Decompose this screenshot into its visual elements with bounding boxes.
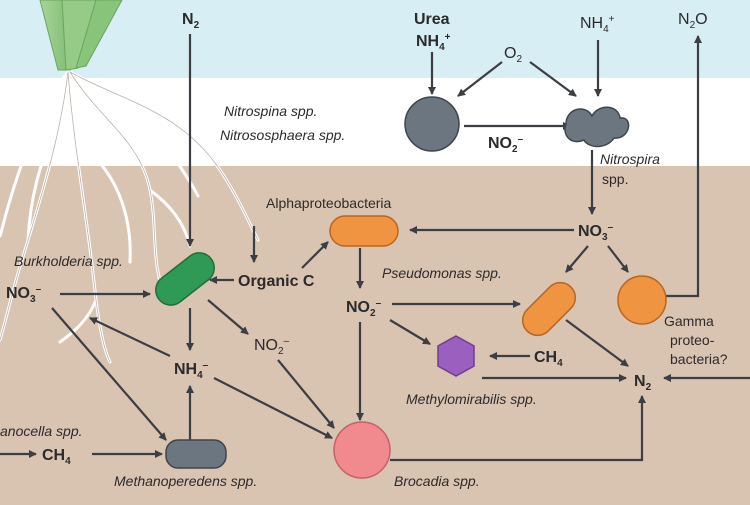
nh4-right-label: NH4+ [580,14,615,35]
n2o-label: N2O [678,11,708,31]
ch4-left-label: CH4 [42,447,71,467]
nitrospira-cell [564,106,630,148]
nh4-center-label: NH4– [174,360,209,381]
alphaproteobacteria-cell [329,215,399,247]
organic-c-label: Organic C [238,273,315,290]
arrow-nh4-to-root [89,317,171,357]
arrow-pseudomonas-to-n2 [565,319,629,367]
n2-bottom-label: N2 [634,373,652,393]
ch4-mid-label: CH4 [534,349,563,369]
no3-right-label: NO3– [578,222,614,243]
gamma-label-line3: bacteria? [670,351,728,367]
methylomirabilis-cell [437,335,475,377]
no3-left-label: NO3– [6,284,42,305]
nitrospina-cell [404,96,460,152]
no2-center-label: NO2– [346,298,382,319]
methanocella-label: anocella spp. [0,423,83,439]
nitrososphaera-label: Nitrososphaera spp. [220,127,345,143]
n2-top-label: N2 [182,11,200,31]
nitrospira-spp-label: spp. [602,171,628,187]
nh4-top-label: NH4+ [416,32,451,53]
brocadia-cell [333,421,391,479]
plant-roots-outline [0,71,259,363]
methylomirabilis-label: Methylomirabilis spp. [406,391,537,407]
arrow-nh4-to-brocadia [213,377,333,439]
gamma-label-line1: Gamma [664,313,714,329]
methanoperedens-label: Methanoperedens spp. [114,473,257,489]
nitrospina-label: Nitrospina spp. [224,103,317,119]
plant-leaves [39,0,123,71]
o2-label: O2 [504,45,522,65]
alphaproteobacteria-label: Alphaproteobacteria [266,195,392,211]
arrow-no3left-to-methanoperedens [51,307,167,441]
nitrospira-label: Nitrospira [600,151,660,167]
sky-band [0,0,750,78]
arrow-burkholderia-to-no2 [207,299,249,335]
pseudomonas-label: Pseudomonas spp. [382,265,502,281]
arrow-no2left-to-brocadia [277,359,335,429]
brocadia-label: Brocadia spp. [394,473,480,489]
burkholderia-label: Burkholderia spp. [14,253,123,269]
burkholderia-cell [155,252,215,306]
pseudomonas-cell [521,281,577,337]
arrow-organic-to-alpha [301,241,329,269]
arrow-no3-to-pseudomonas [565,245,589,273]
no2-top-label: NO2– [488,134,524,155]
urea-label: Urea [414,11,450,28]
arrow-brocadia-to-n2 [390,395,646,462]
arrow-o2-to-nitrospira [529,61,577,97]
arrow-o2-to-nitrospina [457,61,503,97]
arrow-no3-to-gamma [607,245,629,273]
arrows [0,34,750,462]
gamma-label-line2: proteo- [670,332,715,348]
gamma-proteobacteria-cell [617,275,667,325]
methanoperedens-cell [165,439,227,469]
no2-left-label: NO2– [254,336,290,357]
arrow-no2-to-methylomirabilis [389,319,431,345]
